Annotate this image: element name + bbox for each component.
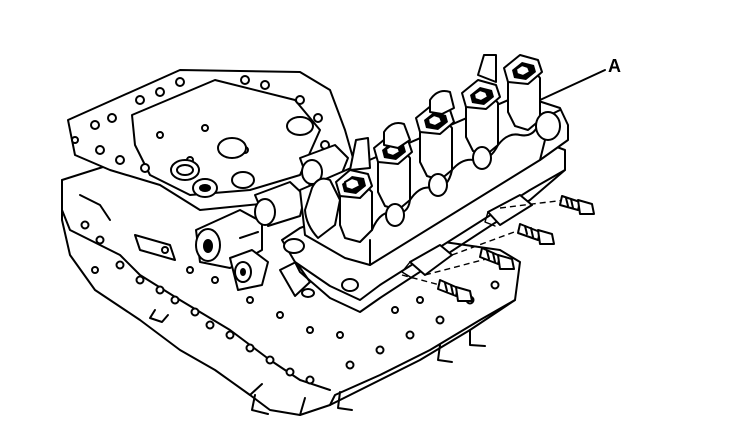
solenoid-3 [415,90,455,181]
valve-body [61,69,521,416]
mounting-bolts [401,195,595,302]
bolt-3 [424,247,515,276]
solenoid-2 [373,122,413,211]
callout-label: A [608,56,621,76]
shift-solenoid-assembly [281,54,569,313]
solenoid-5 [503,54,543,131]
solenoid-4 [461,54,501,156]
bolt-4 [401,274,473,302]
callout-a: A [539,56,621,101]
callout-leader-line [539,69,606,101]
bolt-2 [451,223,555,256]
solenoid-1 [304,137,373,243]
bolt-1 [499,195,595,215]
